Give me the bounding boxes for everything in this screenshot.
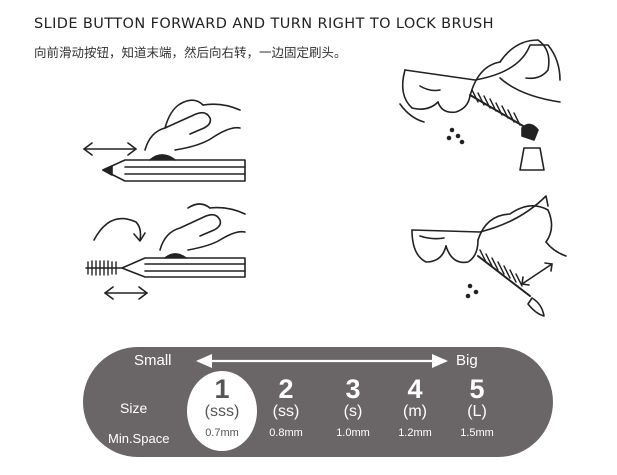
size-code: (m) [403,403,427,420]
size-row-label: Size [120,400,148,416]
size-code: (L) [467,403,487,420]
size-column-3: 3 (s) 1.0mm [323,375,383,440]
selected-size-highlight [187,371,257,451]
hand-lock-illustration [85,203,246,300]
size-number: 3 [345,374,361,404]
teeth-brush-illustration [399,39,561,171]
hand-slide-illustration [83,99,246,182]
size-number: 2 [278,374,294,404]
size-number: 5 [469,374,485,404]
size-code: (s) [343,403,363,420]
size-number: 1 [214,374,230,404]
size-column-1: 1 (sss) 0.7mm [192,375,252,440]
size-scale-panel [83,347,553,457]
scale-big-label: Big [456,352,478,369]
min-space-row-label: Min.Space [108,431,170,446]
size-column-5: 5 (L) 1.5mm [447,375,507,440]
instruction-subtitle-chinese: 向前滑动按钮，知道末端，然后向右转，一边固定刷头。 [34,45,347,60]
size-column-2: 2 (ss) 0.8mm [256,375,316,440]
size-code: (sss) [204,403,240,420]
size-code: (ss) [272,403,300,420]
scale-small-label: Small [134,352,172,369]
size-min-space: 0.7mm [205,427,239,439]
size-min-space: 1.2mm [398,427,432,439]
size-column-4: 4 (m) 1.2mm [385,375,445,440]
size-number: 4 [407,374,423,404]
size-min-space: 1.5mm [460,427,494,439]
instruction-title: SLIDE BUTTON FORWARD AND TURN RIGHT TO L… [34,16,494,32]
size-min-space: 1.0mm [336,427,370,439]
size-min-space: 0.8mm [269,427,303,439]
teeth-gap-illustration [411,195,567,317]
